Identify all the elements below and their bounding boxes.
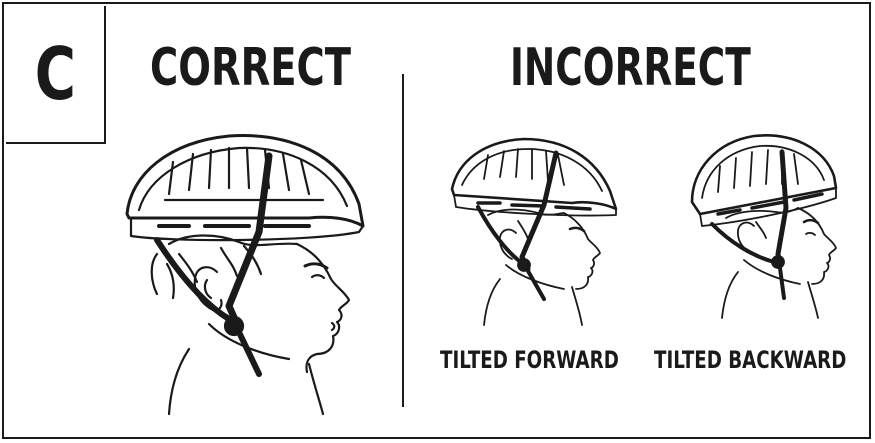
step-label-box: C bbox=[6, 6, 106, 144]
tilted-forward-helmet-illustration bbox=[444, 129, 624, 329]
step-letter: C bbox=[35, 32, 75, 116]
correct-helmet-illustration bbox=[109, 114, 369, 419]
incorrect-heading: INCORRECT bbox=[510, 38, 751, 98]
correct-heading: CORRECT bbox=[150, 38, 351, 98]
tilted-forward-caption: TILTED FORWARD bbox=[440, 346, 619, 374]
section-divider bbox=[402, 74, 404, 407]
tilted-backward-caption: TILTED BACKWARD bbox=[654, 346, 846, 374]
tilted-backward-helmet-illustration bbox=[682, 122, 862, 322]
instruction-panel: C CORRECT INCORRECT bbox=[2, 2, 871, 439]
